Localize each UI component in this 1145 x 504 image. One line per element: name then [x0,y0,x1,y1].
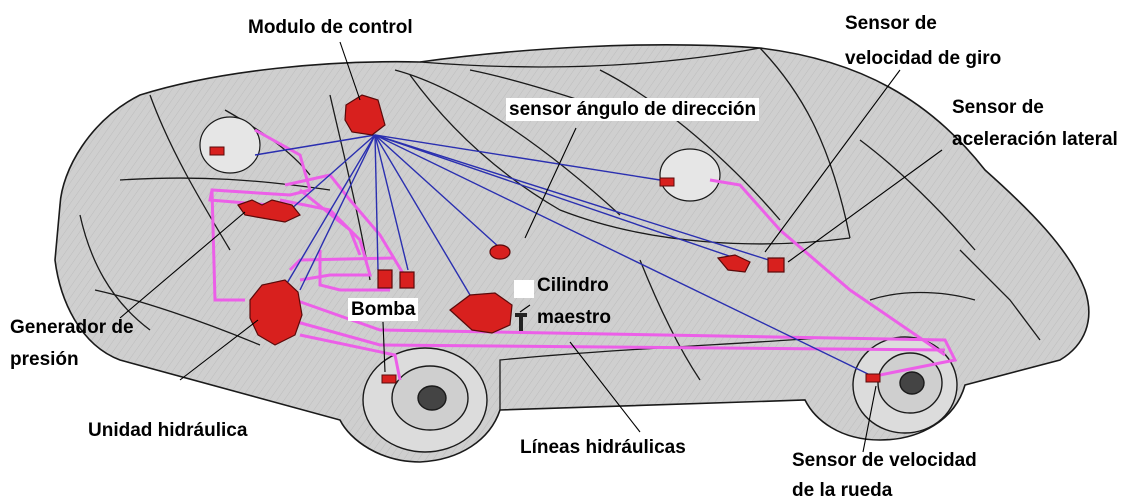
label-pressure-generator: Generador de presión [10,316,134,371]
leader-lines [119,41,943,453]
label-lateral-acceleration-line2: aceleración lateral [952,129,1118,150]
control-module [344,94,386,136]
label-wheel-speed-sensor-line1: Sensor de velocidad [792,450,977,471]
steering-angle-sensor [489,244,511,260]
label-hydraulic-unit: Unidad hidráulica [88,420,248,441]
front-wheel [362,347,488,453]
label-pump: Bomba [348,298,419,321]
car-body [54,44,1090,463]
pump [377,269,415,289]
label-pressure-generator-line2: presión [10,349,79,370]
master-cylinder [449,280,534,334]
label-yaw-rate-sensor-line2: velocidad de giro [845,48,1002,69]
signal-wires [254,134,871,376]
lateral-acceleration-sensor [716,254,785,273]
rear-wheel [852,336,958,434]
label-lateral-acceleration-line1: Sensor de [952,97,1044,118]
label-master-cylinder: Cilindro maestro [537,274,611,329]
label-control-module: Modulo de control [248,17,413,38]
label-master-cylinder-line1: Cilindro [537,275,609,296]
label-yaw-rate-sensor-line1: Sensor de [845,13,937,34]
label-hydraulic-lines: Líneas hidráulicas [520,437,686,458]
front-left-wheel-hub [199,116,261,174]
label-lateral-acceleration-sensor: Sensor de aceleración lateral [952,96,1118,151]
label-pressure-generator-line1: Generador de [10,317,134,338]
rear-left-wheel-hub [659,148,721,202]
label-wheel-speed-sensor-line2: de la rueda [792,480,893,501]
label-master-cylinder-line2: maestro [537,307,611,328]
pressure-generator [237,199,301,223]
label-wheel-speed-sensor: Sensor de velocidad de la rueda [792,449,977,502]
label-steering-angle-sensor: sensor ángulo de dirección [506,98,760,121]
wheel-speed-sensors [209,146,881,384]
hydraulic-unit [249,279,303,346]
label-yaw-rate-sensor: Sensor de velocidad de giro [845,12,1001,70]
